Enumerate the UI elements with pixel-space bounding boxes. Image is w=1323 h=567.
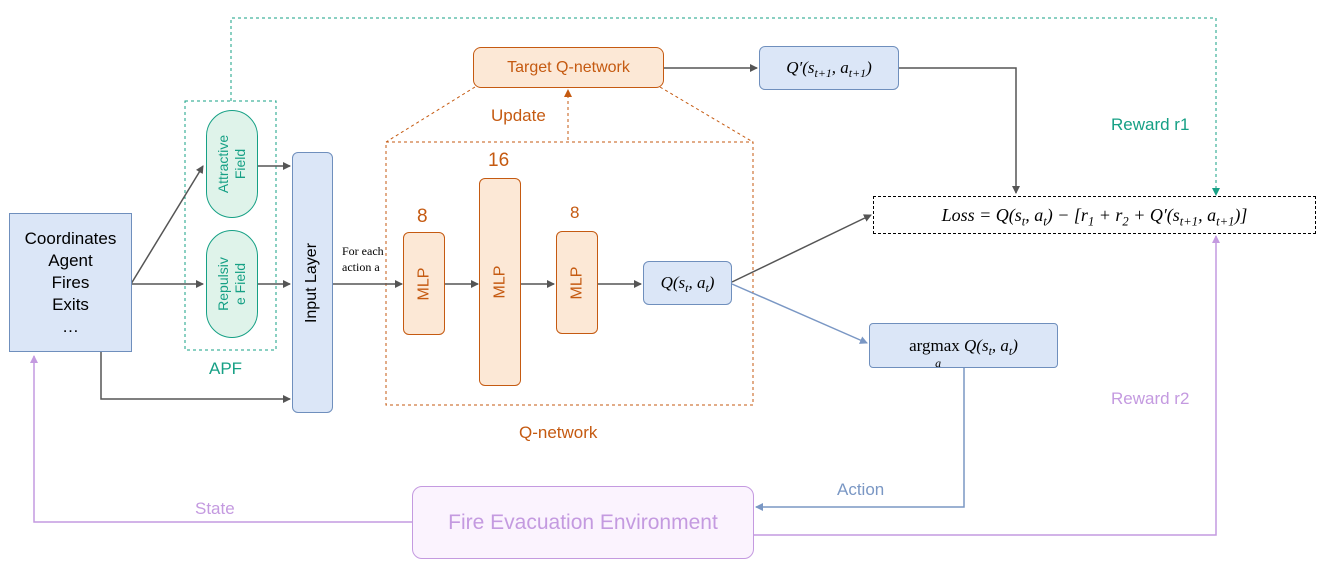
environment-label: Fire Evacuation Environment xyxy=(448,510,718,534)
mlp3-size: 8 xyxy=(570,203,580,222)
reward-r1-arrow xyxy=(230,17,1220,196)
input-line-more: … xyxy=(62,316,79,336)
attractive-field-line2: Field xyxy=(232,148,249,180)
qnet-label: Q-network xyxy=(519,423,598,442)
q-value-text: Q(st, at) xyxy=(660,273,715,296)
argmax-box: argmax a Q(st, at) xyxy=(869,323,1058,370)
target-qnetwork-label: Target Q-network xyxy=(507,58,630,76)
action-label: Action xyxy=(837,480,885,499)
for-each-line1: For each xyxy=(342,244,384,258)
input-layer-node: Input Layer xyxy=(292,152,333,413)
mlp1-node: MLP xyxy=(403,232,445,335)
arrow-qprime-to-loss xyxy=(899,67,1020,194)
update-label: Update xyxy=(491,106,546,125)
zoom-line-right xyxy=(659,86,754,143)
zoom-line-left xyxy=(385,86,476,143)
argmax-text: argmax a Q(st, at) xyxy=(909,335,1018,370)
input-line-exits: Exits xyxy=(52,294,89,314)
attractive-field-line1: Attractive xyxy=(215,134,232,194)
input-line-coordinates: Coordinates xyxy=(24,228,117,248)
mlp2-label: MLP xyxy=(491,265,508,299)
input-line-fires: Fires xyxy=(51,272,90,292)
arrow-action xyxy=(755,368,965,511)
mlp2-node: MLP xyxy=(479,178,521,386)
apf-label: APF xyxy=(209,359,243,378)
q-prime-text: Q′(st+1, at+1) xyxy=(786,58,872,81)
loss-text: Loss = Q(st, at) − [r1 + r2 + Q′(st+1, a… xyxy=(941,204,1248,228)
mlp1-label: MLP xyxy=(415,267,432,300)
environment-node: Fire Evacuation Environment xyxy=(412,486,754,559)
mlp1-size: 8 xyxy=(417,206,428,227)
attractive-field-node: Attractive Field xyxy=(206,110,258,218)
q-value-box: Q(st, at) xyxy=(643,261,732,305)
for-each-action-label: For each action a xyxy=(342,243,384,275)
for-each-line2: action a xyxy=(342,260,380,274)
repulsive-field-line1: Repulsiv xyxy=(215,257,232,311)
mlp3-label: MLP xyxy=(568,266,585,299)
apf-group-border xyxy=(184,100,277,351)
repulsive-field-line2: e Field xyxy=(232,262,249,306)
arrow-state xyxy=(30,355,412,523)
arrow-q-to-argmax xyxy=(731,283,868,344)
input-line-agent: Agent xyxy=(48,250,93,270)
loss-box: Loss = Q(st, at) − [r1 + r2 + Q′(st+1, a… xyxy=(873,196,1316,234)
target-qnetwork-node: Target Q-network xyxy=(473,47,664,88)
repulsive-field-node: Repulsiv e Field xyxy=(206,230,258,338)
state-label: State xyxy=(195,499,235,518)
q-prime-box: Q′(st+1, at+1) xyxy=(759,46,899,90)
input-features-box: Coordinates Agent Fires Exits … xyxy=(9,213,132,352)
mlp2-size: 16 xyxy=(488,150,510,171)
mlp3-node: MLP xyxy=(556,231,598,334)
arrow-reward-r2 xyxy=(754,235,1220,536)
input-layer-label: Input Layer xyxy=(303,242,321,323)
arrow-input-to-attractive xyxy=(130,165,204,285)
qnet-group-border xyxy=(385,141,754,406)
reward-r2-label: Reward r2 xyxy=(1111,389,1190,408)
reward-r1-label: Reward r1 xyxy=(1111,115,1190,134)
arrow-q-to-loss xyxy=(731,214,872,283)
arrow-input-to-input-layer xyxy=(100,352,291,403)
